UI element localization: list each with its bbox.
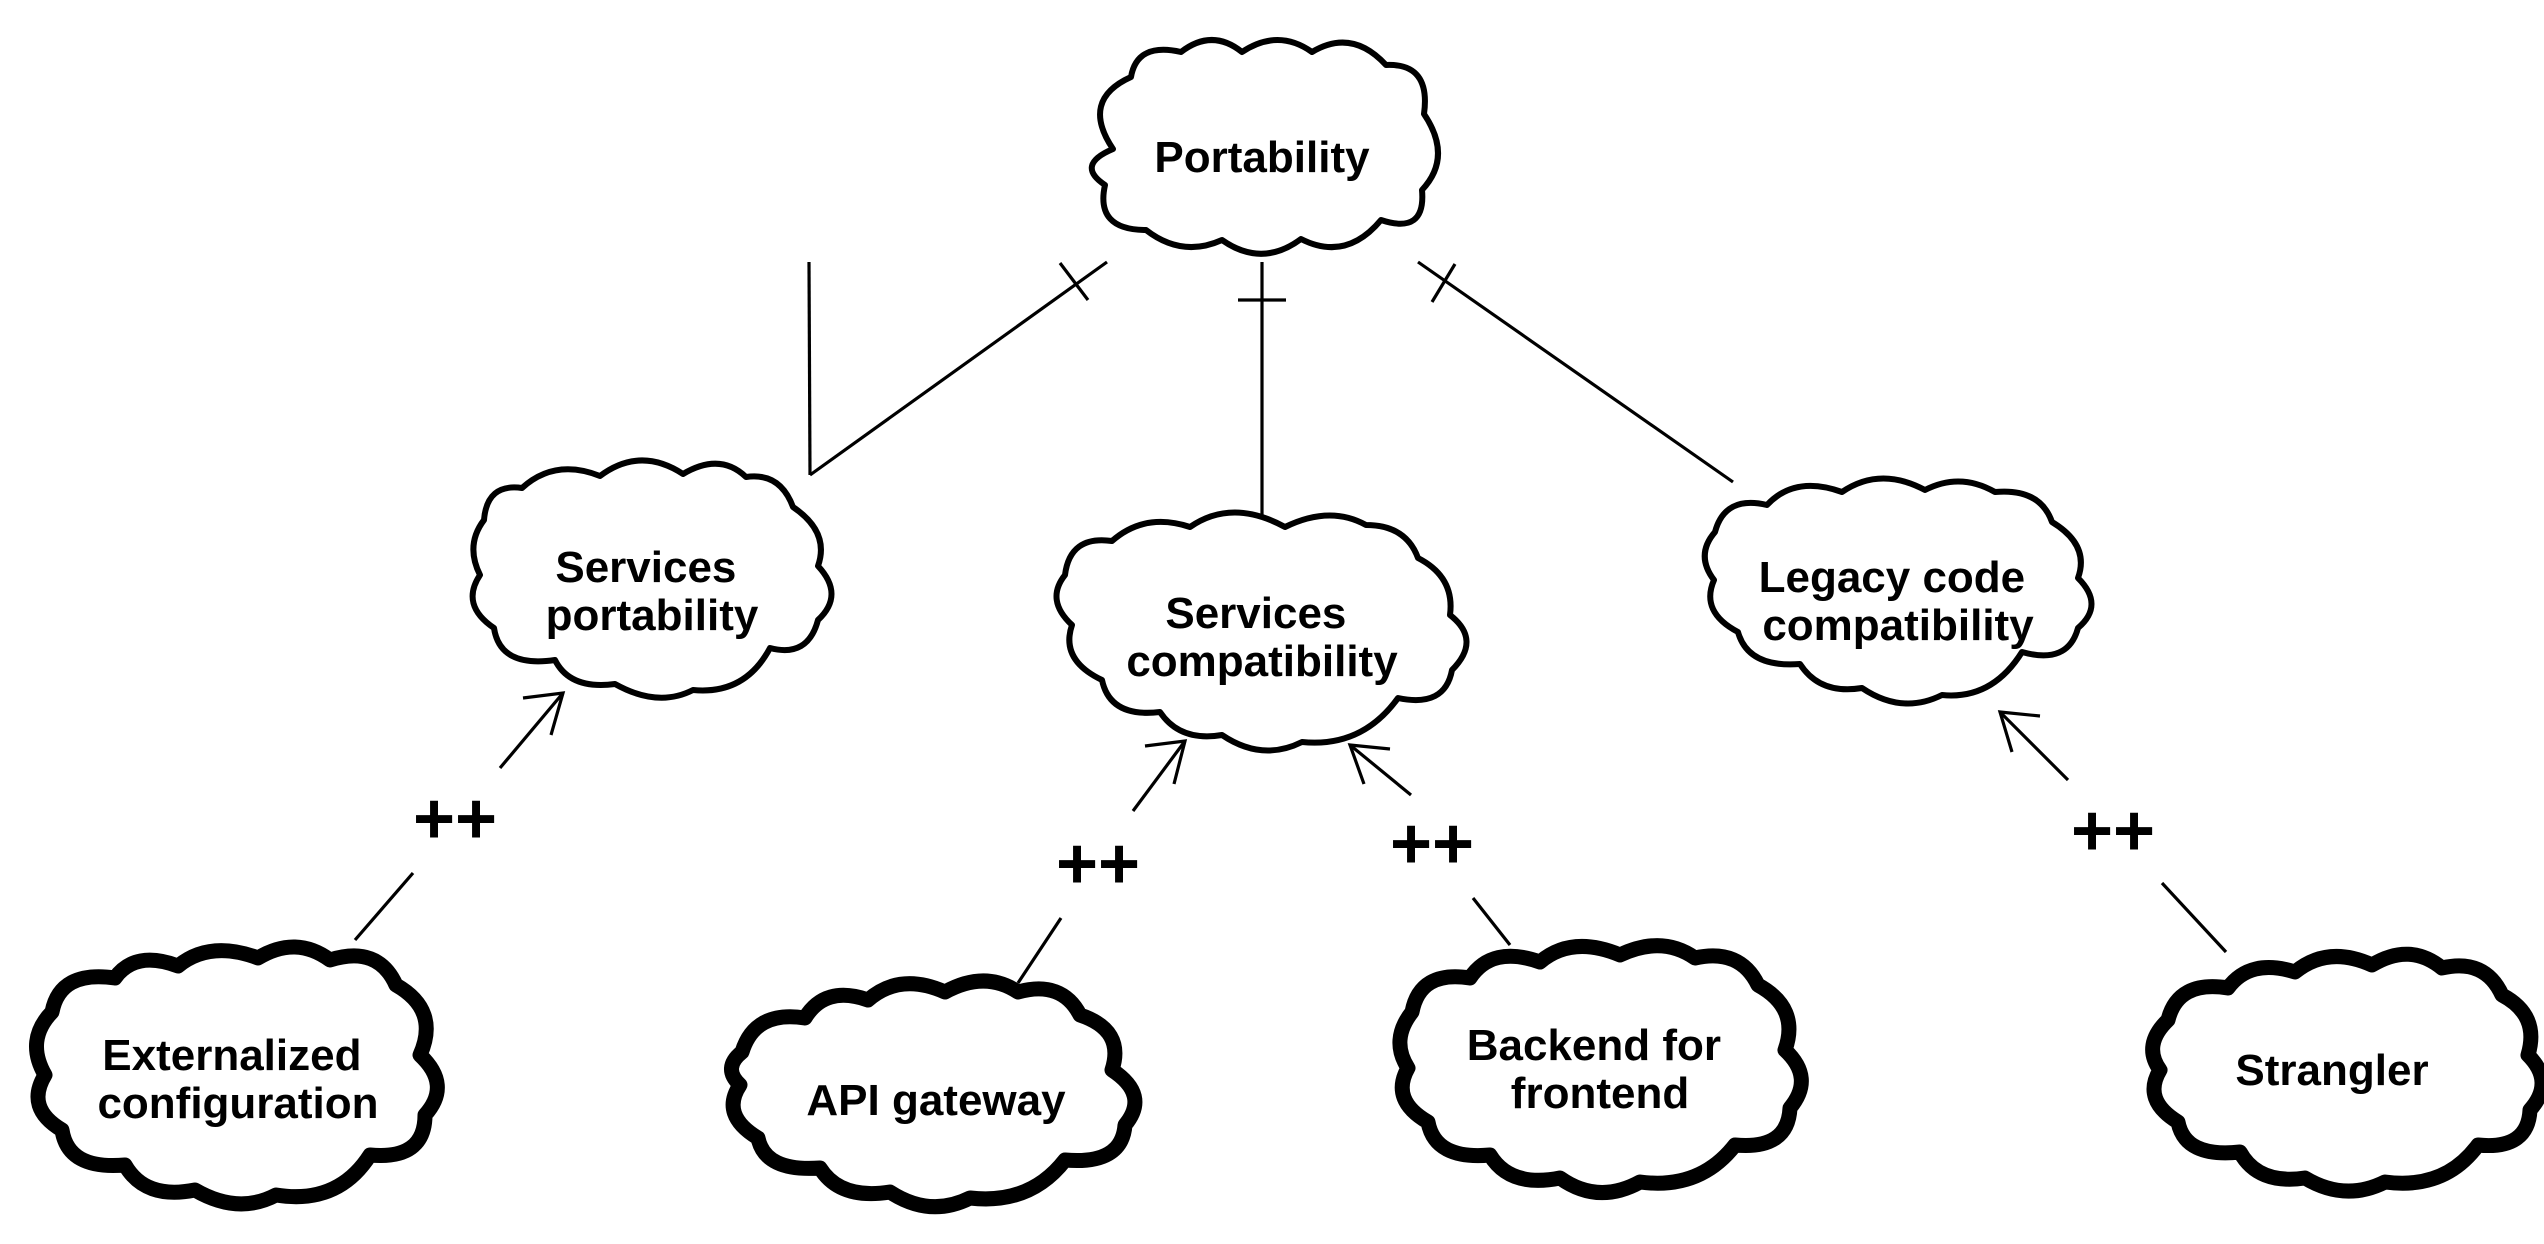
softgoal-label: Legacy code compatibility bbox=[1759, 553, 2038, 650]
operationalization-label: API gateway bbox=[806, 1076, 1066, 1125]
operationalization-label: Backend for frontend bbox=[1467, 1021, 1734, 1118]
softgoal-label: Portability bbox=[1154, 133, 1370, 182]
contribution-label: ++ bbox=[413, 779, 497, 859]
decomposition-link-legacy-code-compatibility bbox=[1417, 260, 1734, 484]
softgoal-label: Services compatibility bbox=[1126, 589, 1398, 686]
contribution-link-backend-for-frontend: ++ bbox=[1347, 743, 1512, 946]
decomposition-tick bbox=[1058, 262, 1090, 301]
softgoal-portability[interactable]: Portability bbox=[1089, 37, 1441, 257]
contribution-link-strangler: ++ bbox=[1997, 710, 2228, 954]
softgoal-label: Services portability bbox=[546, 543, 759, 640]
operationalization-backend-for-frontend[interactable]: Backend for frontend bbox=[1392, 938, 1809, 1200]
operationalization-api-gateway[interactable]: API gateway bbox=[724, 973, 1143, 1215]
softgoal-legacy-code-compatibility[interactable]: Legacy code compatibility bbox=[1701, 475, 2095, 707]
contribution-link-api-gateway: ++ bbox=[1016, 739, 1188, 984]
decomposition-tick bbox=[1430, 263, 1457, 303]
operationalization-externalized-configuration[interactable]: Externalized configuration bbox=[29, 939, 445, 1212]
contribution-link-externalized-configuration: ++ bbox=[353, 691, 566, 942]
operationalization-label: Externalized configuration bbox=[97, 1031, 378, 1128]
operationalization-strangler[interactable]: Strangler bbox=[2145, 946, 2544, 1199]
decomposition-link-services-portability bbox=[807, 260, 1108, 477]
decomposition-link-services-compatibility bbox=[1238, 262, 1286, 515]
contribution-label: ++ bbox=[1056, 824, 1140, 904]
softgoal-services-compatibility[interactable]: Services compatibility bbox=[1053, 509, 1470, 754]
contribution-label: ++ bbox=[2071, 791, 2155, 871]
softgoal-services-portability[interactable]: Services portability bbox=[469, 457, 835, 701]
contribution-label: ++ bbox=[1390, 804, 1474, 884]
operationalization-label: Strangler bbox=[2235, 1046, 2428, 1095]
